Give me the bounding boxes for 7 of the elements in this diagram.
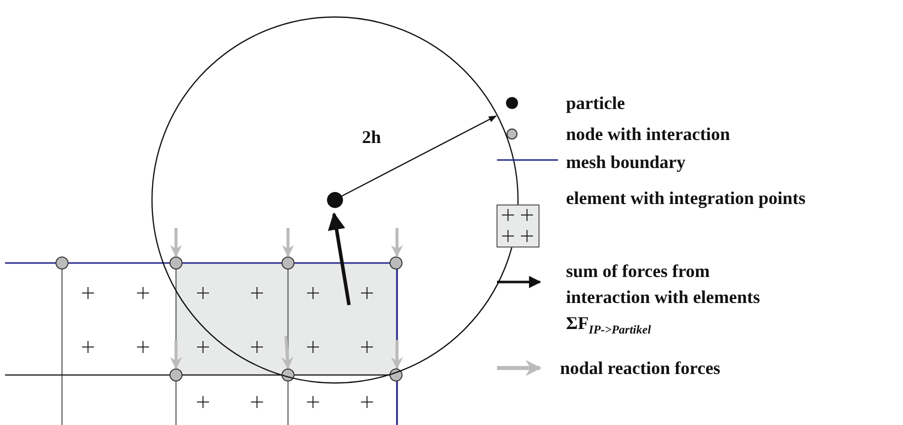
legend-text: element with integration points (566, 187, 806, 210)
legend-text: nodal reaction forces (560, 357, 720, 380)
legend-text: node with interaction (566, 123, 730, 146)
radius-label: 2h (362, 126, 382, 149)
legend-text: sum of forces from interaction with elements ΣF$_{IP->Partikel}$ (566, 260, 761, 339)
legend-text: particle (566, 92, 625, 115)
legend-text: mesh boundary (566, 151, 686, 174)
